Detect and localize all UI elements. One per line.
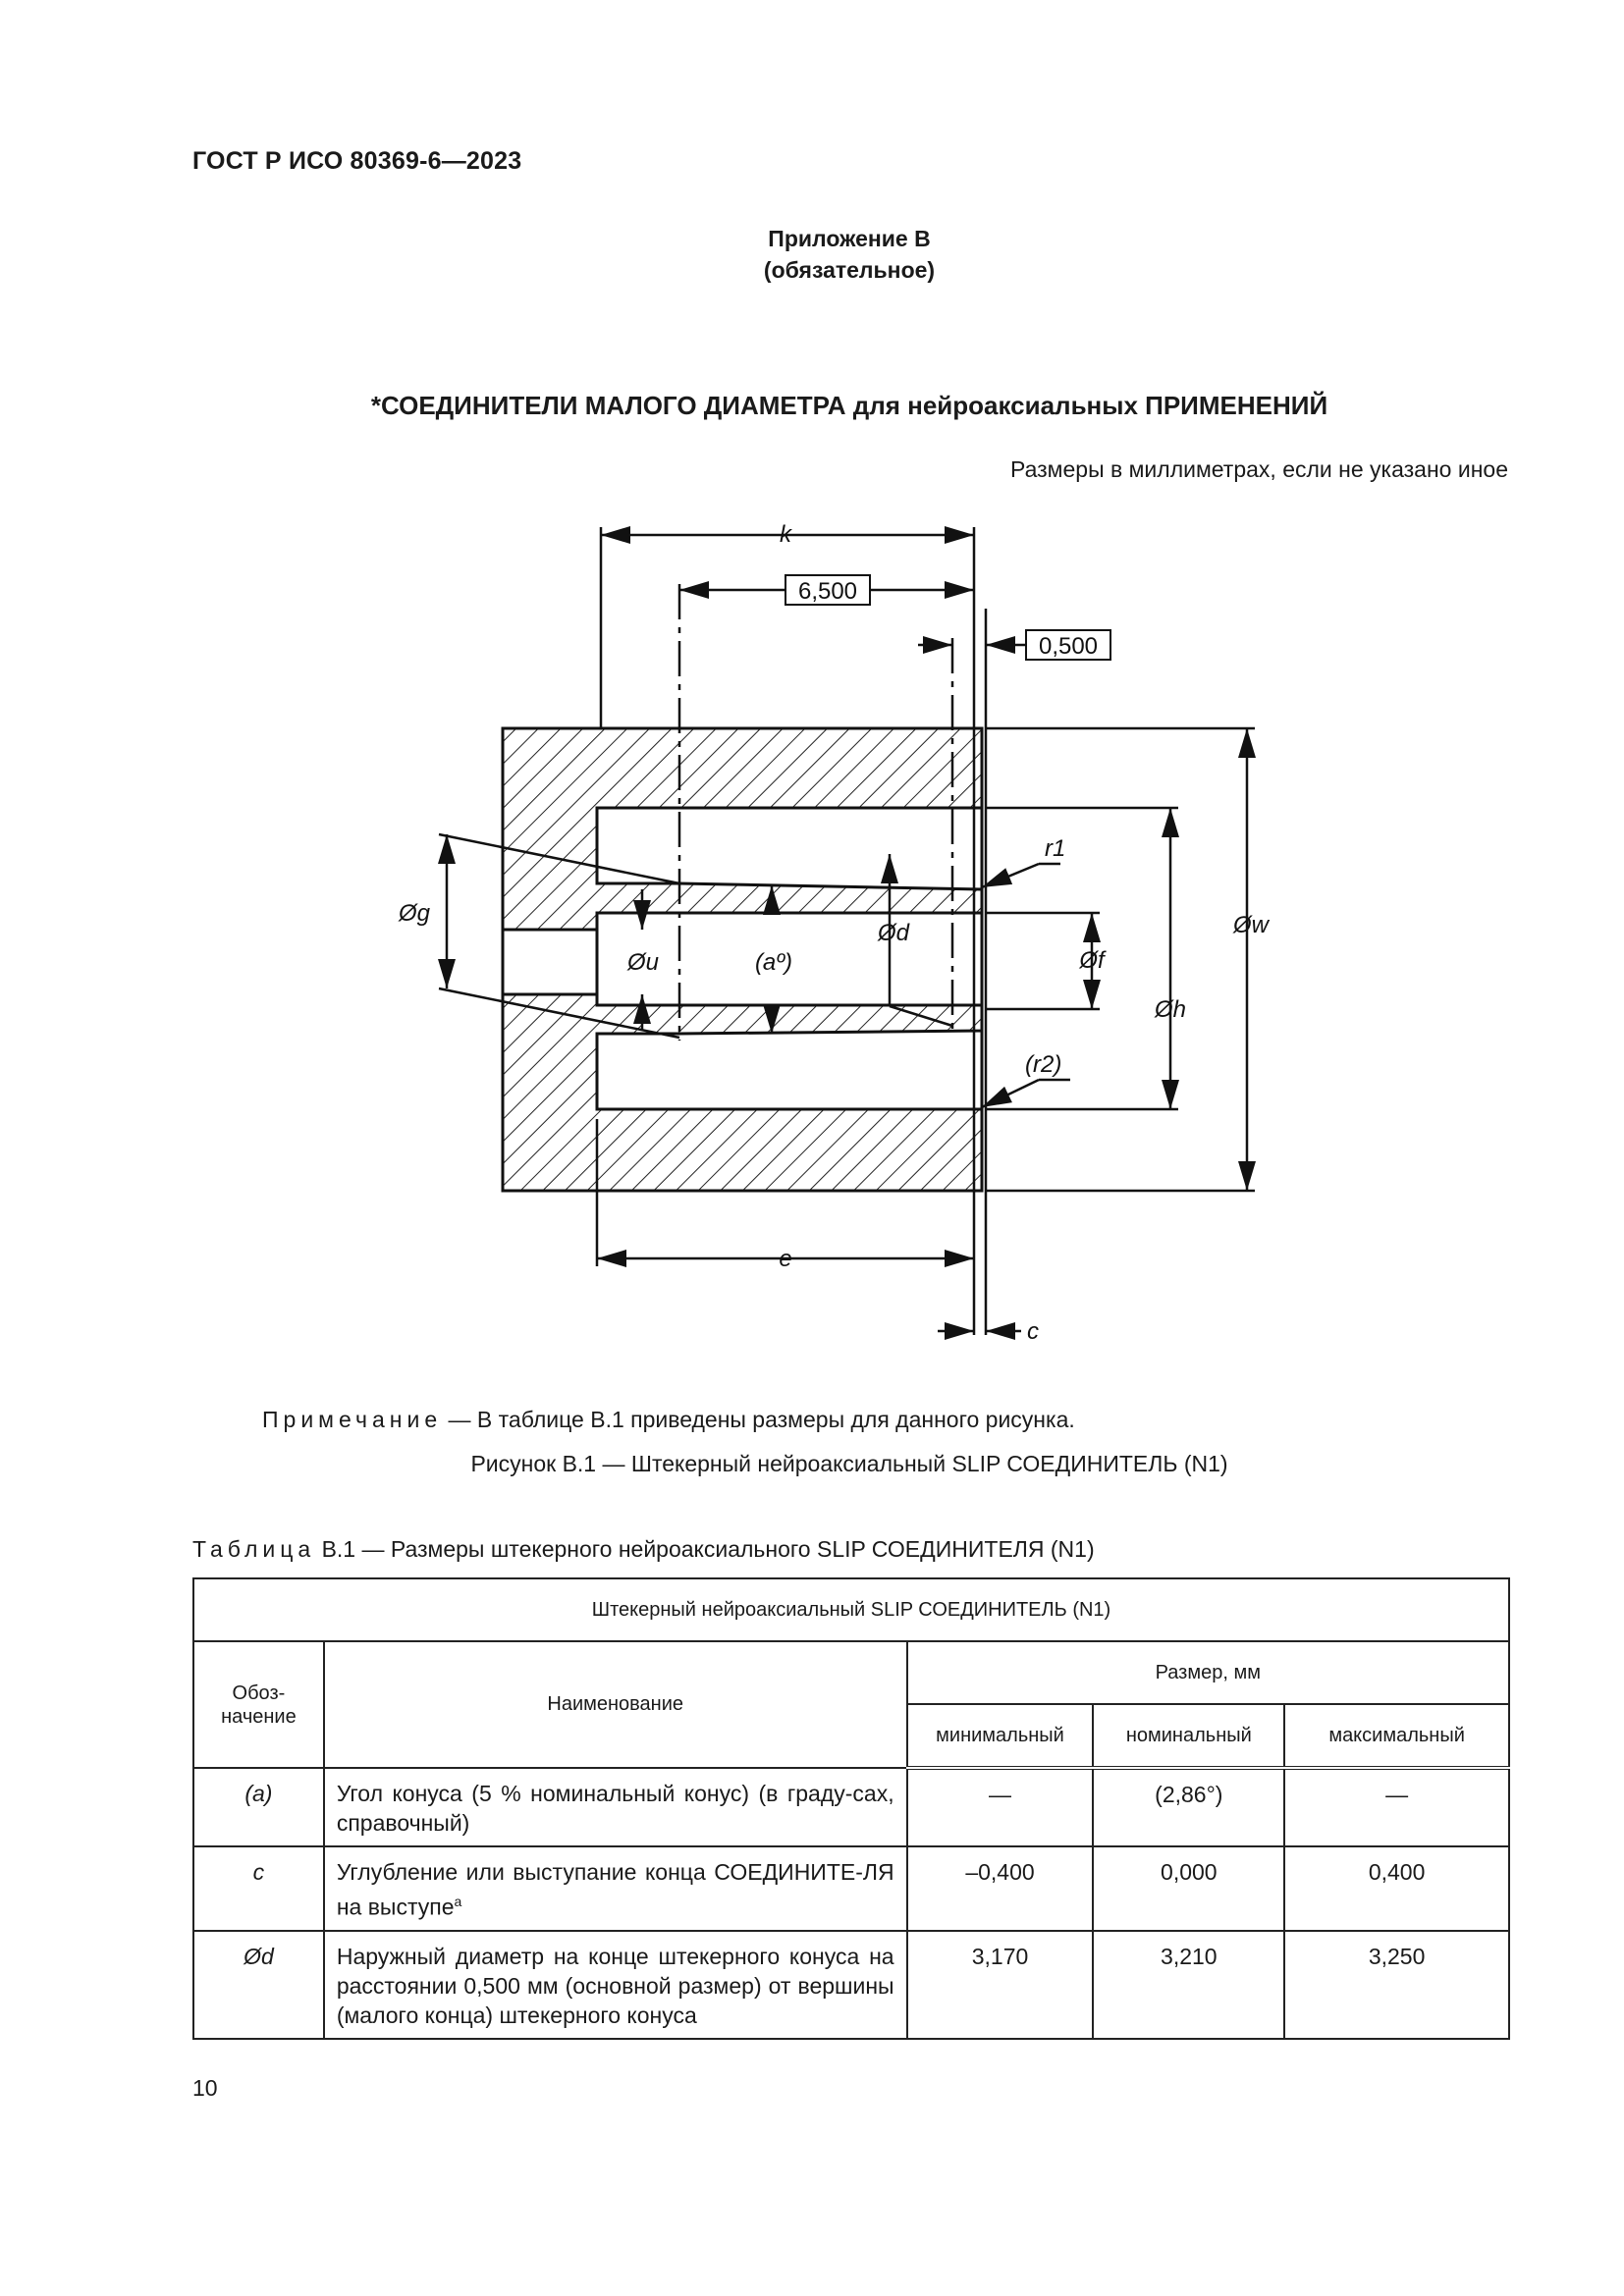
row-nom: 3,210 — [1092, 1929, 1286, 2040]
table-caption-text: В.1 — Размеры штекерного нейроаксиальног… — [315, 1536, 1095, 1562]
document-code: ГОСТ Р ИСО 80369-6—2023 — [192, 147, 522, 175]
footnote-mark: a — [454, 1894, 462, 1909]
annex-title: Приложение В — [768, 226, 931, 251]
label-a: (aº) — [755, 949, 792, 976]
page-number: 10 — [192, 2075, 218, 2101]
row-name: Угол конуса (5 % номинальный конус) (в г… — [322, 1767, 908, 1847]
body-lower — [501, 992, 984, 1193]
header-size: Размер, мм — [905, 1640, 1511, 1705]
table-header-title: Штекерный нейроаксиальный SLIP СОЕДИНИТЕ… — [192, 1577, 1510, 1642]
label-r2: (r2) — [1025, 1051, 1061, 1078]
row-symbol: (a) — [192, 1767, 325, 1847]
row-max: 0,400 — [1283, 1845, 1510, 1932]
section-title: *СОЕДИНИТЕЛИ МАЛОГО ДИАМЕТРА для нейроак… — [370, 391, 1328, 420]
row-name-text: Угол конуса (5 % номинальный конус) (в г… — [336, 1781, 894, 1836]
row-symbol: Ød — [192, 1929, 325, 2040]
label-0500: 0,500 — [1039, 633, 1098, 660]
note-text: — В таблице В.1 приведены размеры для да… — [442, 1407, 1075, 1432]
row-max: 3,250 — [1283, 1929, 1510, 2040]
label-d: Ød — [877, 920, 910, 946]
label-c: c — [1027, 1318, 1039, 1345]
table-caption: Таблица В.1 — Размеры штекерного нейроак… — [192, 1536, 1095, 1563]
row-min: 3,170 — [905, 1929, 1095, 2040]
annex-status: (обязательное) — [763, 257, 936, 283]
header-symbol: Обоз- начение — [192, 1640, 325, 1769]
row-min: — — [905, 1767, 1095, 1847]
label-w: Øw — [1232, 912, 1271, 938]
row-nom: (2,86°) — [1092, 1767, 1286, 1847]
table-row: c Углубление или выступание конца СОЕДИН… — [192, 1845, 1510, 1932]
label-h: Øh — [1154, 996, 1186, 1023]
label-6500: 6,500 — [798, 578, 857, 605]
row-max: — — [1283, 1767, 1510, 1847]
header-max: максимальный — [1283, 1703, 1510, 1770]
figure-caption: Рисунок В.1 — Штекерный нейроаксиальный … — [470, 1451, 1228, 1476]
row-name: Наружный диаметр на конце штекерного кон… — [322, 1929, 908, 2040]
units-note: Размеры в миллиметрах, если не указано и… — [1010, 456, 1508, 482]
table-caption-prefix: Таблица — [192, 1536, 316, 1562]
note-prefix: Примечание — [262, 1407, 443, 1432]
header-name: Наименование — [322, 1640, 908, 1769]
header-min: минимальный — [905, 1703, 1095, 1770]
label-r1: r1 — [1045, 835, 1065, 862]
label-e: e — [779, 1246, 791, 1272]
label-f: Øf — [1078, 947, 1107, 974]
row-name-text: Углубление или выступание конца СОЕДИНИТ… — [336, 1859, 894, 1920]
row-min: –0,400 — [905, 1845, 1095, 1932]
row-symbol: c — [192, 1845, 325, 1932]
body-upper — [501, 726, 984, 932]
dimensions-table: Штекерный нейроаксиальный SLIP СОЕДИНИТЕ… — [192, 1577, 1511, 2040]
table-row: (a) Угол конуса (5 % номинальный конус) … — [192, 1767, 1510, 1847]
header-nom: номинальный — [1092, 1703, 1286, 1770]
label-g: Øg — [398, 900, 431, 927]
label-u: Øu — [626, 949, 659, 976]
row-nom: 0,000 — [1092, 1845, 1286, 1932]
row-name-text: Наружный диаметр на конце штекерного кон… — [336, 1943, 894, 2028]
figure-note: Примечание — В таблице В.1 приведены раз… — [262, 1407, 1075, 1433]
row-name: Углубление или выступание конца СОЕДИНИТ… — [322, 1845, 908, 1932]
table-row: Ød Наружный диаметр на конце штекерного … — [192, 1929, 1510, 2040]
label-k: k — [780, 521, 793, 548]
